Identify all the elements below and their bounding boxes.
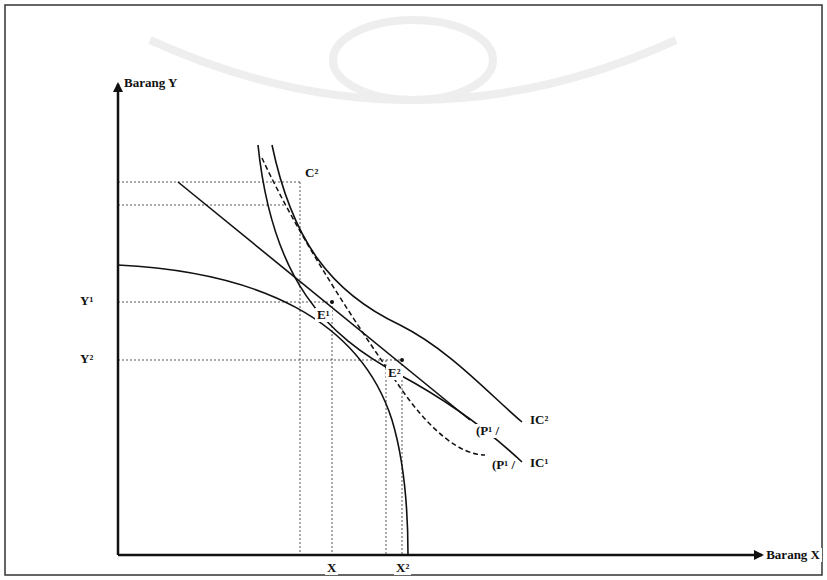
frame xyxy=(5,5,822,575)
x-axis xyxy=(118,554,762,557)
axis-title: Barang X xyxy=(764,548,822,562)
indifference-curve xyxy=(272,145,522,422)
y-axis xyxy=(117,84,120,555)
axis-value: X² xyxy=(394,561,411,575)
point-label: C² xyxy=(303,166,320,180)
equilibrium-point xyxy=(330,300,334,304)
indifference-curve xyxy=(258,145,522,462)
axis-value: Y¹ xyxy=(78,294,95,308)
line-label: (P¹ / xyxy=(490,458,517,472)
axis-value: Y² xyxy=(78,352,95,366)
axis-title: Barang Y xyxy=(122,76,179,90)
equilibrium-point xyxy=(400,358,404,362)
axis-value: X xyxy=(325,561,338,575)
production-frontier xyxy=(118,265,408,555)
guide-lines xyxy=(118,182,402,555)
point-label: E² xyxy=(386,366,403,380)
curve-label: IC¹ xyxy=(528,456,550,470)
watermark xyxy=(150,20,676,100)
price-line-dashed xyxy=(262,158,485,455)
point-label: E¹ xyxy=(315,308,332,322)
price-line xyxy=(178,182,470,420)
curve-label: IC² xyxy=(528,413,550,427)
line-label: (P¹ / xyxy=(474,424,501,438)
